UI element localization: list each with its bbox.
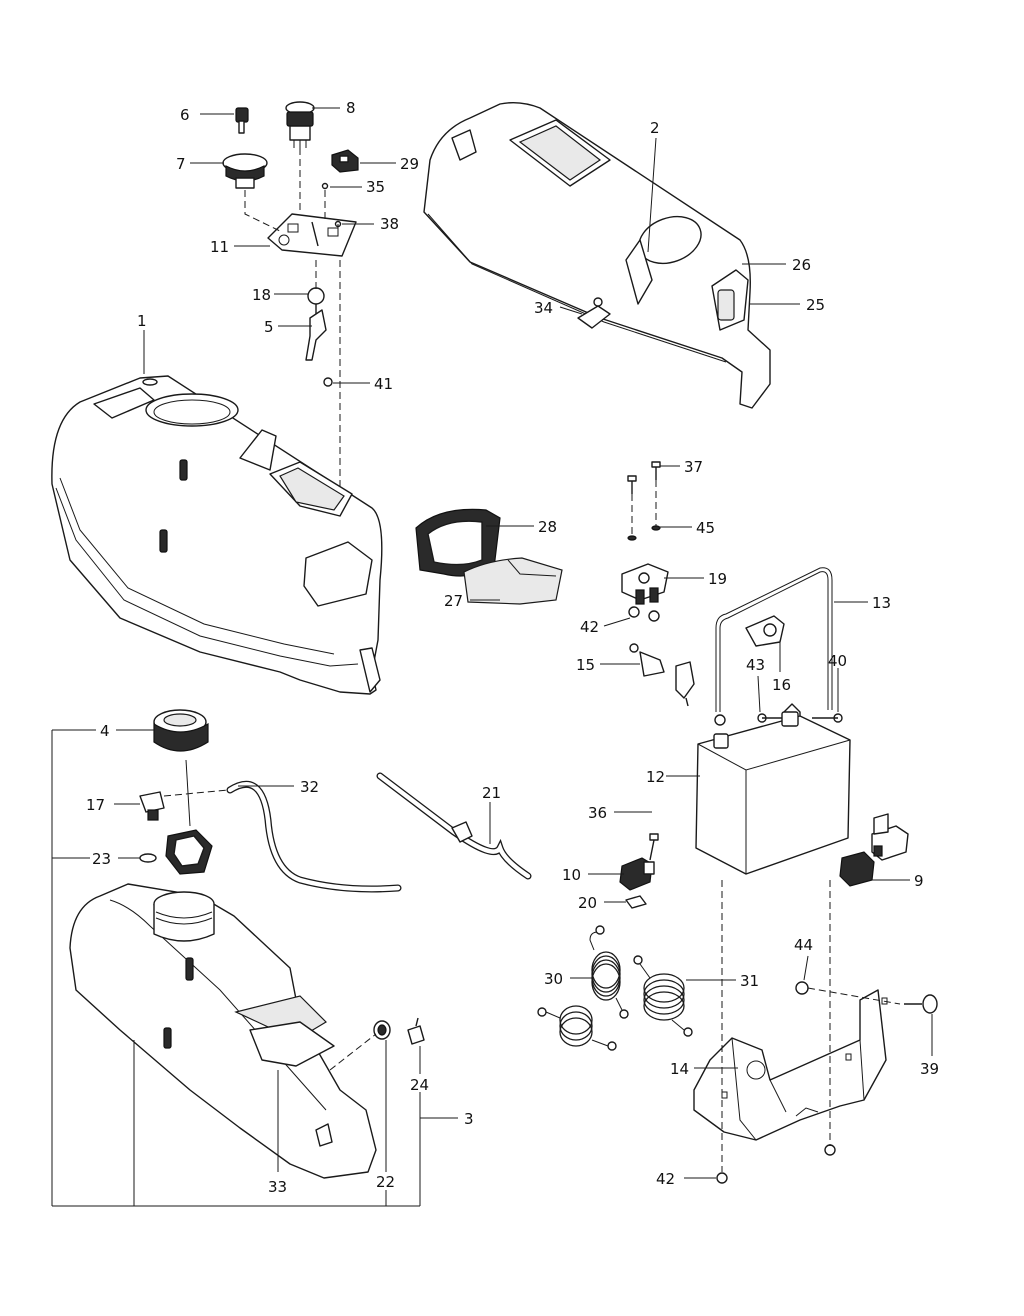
callout-8: 8 — [346, 99, 356, 117]
callout-24: 24 — [410, 1076, 429, 1094]
callout-29: 29 — [400, 155, 419, 173]
callout-25: 25 — [806, 296, 825, 314]
callout-4: 4 — [100, 722, 110, 740]
fuel-tank — [69, 883, 377, 1179]
callout-34: 34 — [534, 299, 553, 317]
solenoid — [621, 563, 669, 605]
callout-22: 22 — [376, 1173, 395, 1191]
fuel-fitting-24 — [407, 1017, 425, 1045]
callout-12: 12 — [646, 768, 665, 786]
cable-coil-lower — [537, 1005, 617, 1051]
callout-6: 6 — [180, 106, 190, 124]
bracket-20 — [625, 895, 647, 909]
choke-lever — [305, 309, 327, 361]
lens-cover — [463, 557, 563, 605]
callout-32: 32 — [300, 778, 319, 796]
callout-21: 21 — [482, 784, 501, 802]
callout-11: 11 — [210, 238, 229, 256]
nut-41 — [323, 377, 333, 387]
callout-38: 38 — [380, 215, 399, 233]
fuel-fitting-22 — [373, 1020, 391, 1040]
callout-31: 31 — [740, 972, 759, 990]
bolts-37 — [627, 461, 661, 494]
callout-27: 27 — [444, 592, 463, 610]
vent-valve-17 — [139, 791, 165, 821]
trim-frame — [415, 508, 501, 577]
battery-tray — [693, 989, 888, 1141]
callout-26: 26 — [792, 256, 811, 274]
relay-10 — [619, 857, 655, 891]
grommet-23 — [139, 853, 157, 863]
callout-37: 37 — [684, 458, 703, 476]
ignition-key — [235, 107, 249, 134]
cable-coil-30 — [589, 925, 629, 1019]
fuel-cap-tether — [165, 829, 213, 875]
terminal-boot-16 — [745, 615, 785, 647]
callout-7: 7 — [176, 155, 186, 173]
callout-40: 40 — [828, 652, 847, 670]
callout-18: 18 — [252, 286, 271, 304]
ignition-switch — [285, 101, 315, 148]
vent-hose-32 — [226, 780, 402, 893]
callout-23: 23 — [92, 850, 111, 868]
fastener-39 — [904, 994, 938, 1014]
battery — [695, 711, 851, 875]
rear-cover — [423, 101, 771, 409]
relay-9 — [839, 851, 875, 887]
callout-15: 15 — [576, 656, 595, 674]
battery-cable-13 — [715, 567, 833, 712]
switch-cover — [331, 149, 359, 173]
callout-20: 20 — [578, 894, 597, 912]
callout-43: 43 — [746, 656, 765, 674]
callout-42-upper: 42 — [580, 618, 599, 636]
relay-right — [871, 813, 909, 861]
screws-small — [321, 182, 342, 232]
nut-tray-bottom — [824, 1144, 836, 1156]
cable-coil-31 — [633, 955, 693, 1037]
washers-45 — [627, 525, 661, 541]
fuel-line-21 — [376, 772, 532, 880]
bolt-36 — [649, 833, 659, 861]
callout-42-lower: 42 — [656, 1170, 675, 1188]
nut-44 — [795, 981, 809, 995]
callout-41: 41 — [374, 375, 393, 393]
switch-plate — [267, 213, 357, 257]
callout-36: 36 — [588, 804, 607, 822]
callout-14: 14 — [670, 1060, 689, 1078]
callout-44: 44 — [794, 936, 813, 954]
callout-16: 16 — [772, 676, 791, 694]
callout-9: 9 — [914, 872, 924, 890]
callout-28: 28 — [538, 518, 557, 536]
callout-17: 17 — [86, 796, 105, 814]
callout-13: 13 — [872, 594, 891, 612]
callout-10: 10 — [562, 866, 581, 884]
front-console — [51, 375, 383, 695]
nut-battery-top — [714, 714, 726, 726]
callout-2: 2 — [650, 119, 660, 137]
callout-33: 33 — [268, 1178, 287, 1196]
callout-1: 1 — [137, 312, 147, 330]
switch-knob — [222, 153, 268, 189]
callout-5: 5 — [264, 318, 274, 336]
callout-35: 35 — [366, 178, 385, 196]
callout-3: 3 — [464, 1110, 474, 1128]
callout-19: 19 — [708, 570, 727, 588]
bracket-34 — [577, 297, 611, 329]
leader-lines — [51, 107, 933, 1207]
nuts-42-upper — [628, 606, 660, 622]
nut-42-lower — [716, 1172, 728, 1184]
fuel-cap — [153, 709, 209, 752]
callout-39: 39 — [920, 1060, 939, 1078]
callout-45: 45 — [696, 519, 715, 537]
cable-clamp-15 — [629, 643, 695, 707]
callouts: 1 2 3 4 5 6 7 8 9 10 11 12 13 14 15 16 1… — [86, 99, 939, 1196]
callout-30: 30 — [544, 970, 563, 988]
